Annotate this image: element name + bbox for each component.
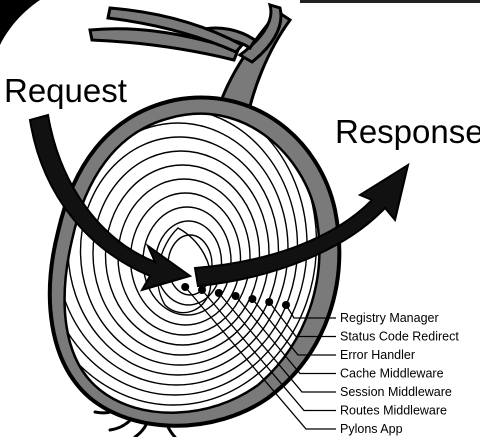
response-arrow xyxy=(193,162,410,288)
layer-dot xyxy=(214,289,223,297)
request-arrow xyxy=(28,113,193,292)
corner-shadow xyxy=(0,0,40,45)
layer-label: Cache Middleware xyxy=(340,367,444,381)
leader-line xyxy=(218,292,336,393)
leader-line xyxy=(285,304,336,319)
layer-dot xyxy=(181,283,190,291)
onion-ring xyxy=(104,164,261,346)
layer-dot xyxy=(231,292,240,300)
onion-ring xyxy=(92,150,270,356)
layer-label: Session Middleware xyxy=(340,385,452,399)
top-edge-line xyxy=(300,0,480,3)
layer-label: Routes Middleware xyxy=(340,404,447,418)
leader-line xyxy=(251,298,336,356)
layer-dot xyxy=(198,286,206,294)
request-label: Request xyxy=(4,72,127,109)
layer-dot xyxy=(248,295,257,303)
leader-line xyxy=(184,286,336,430)
response-label: Response xyxy=(335,113,480,150)
leader-line xyxy=(201,289,336,412)
layer-dot xyxy=(265,298,274,306)
layer-dot xyxy=(282,301,290,309)
layer-label: Status Code Redirect xyxy=(340,330,459,344)
leader-line xyxy=(268,301,336,338)
layer-leaders xyxy=(181,283,336,430)
layer-label: Error Handler xyxy=(340,348,415,362)
onion-ring xyxy=(79,136,280,366)
onion-stem xyxy=(88,2,293,127)
layer-label: Registry Manager xyxy=(340,311,439,325)
layer-label: Pylons App xyxy=(340,422,403,436)
leader-line xyxy=(235,295,336,375)
